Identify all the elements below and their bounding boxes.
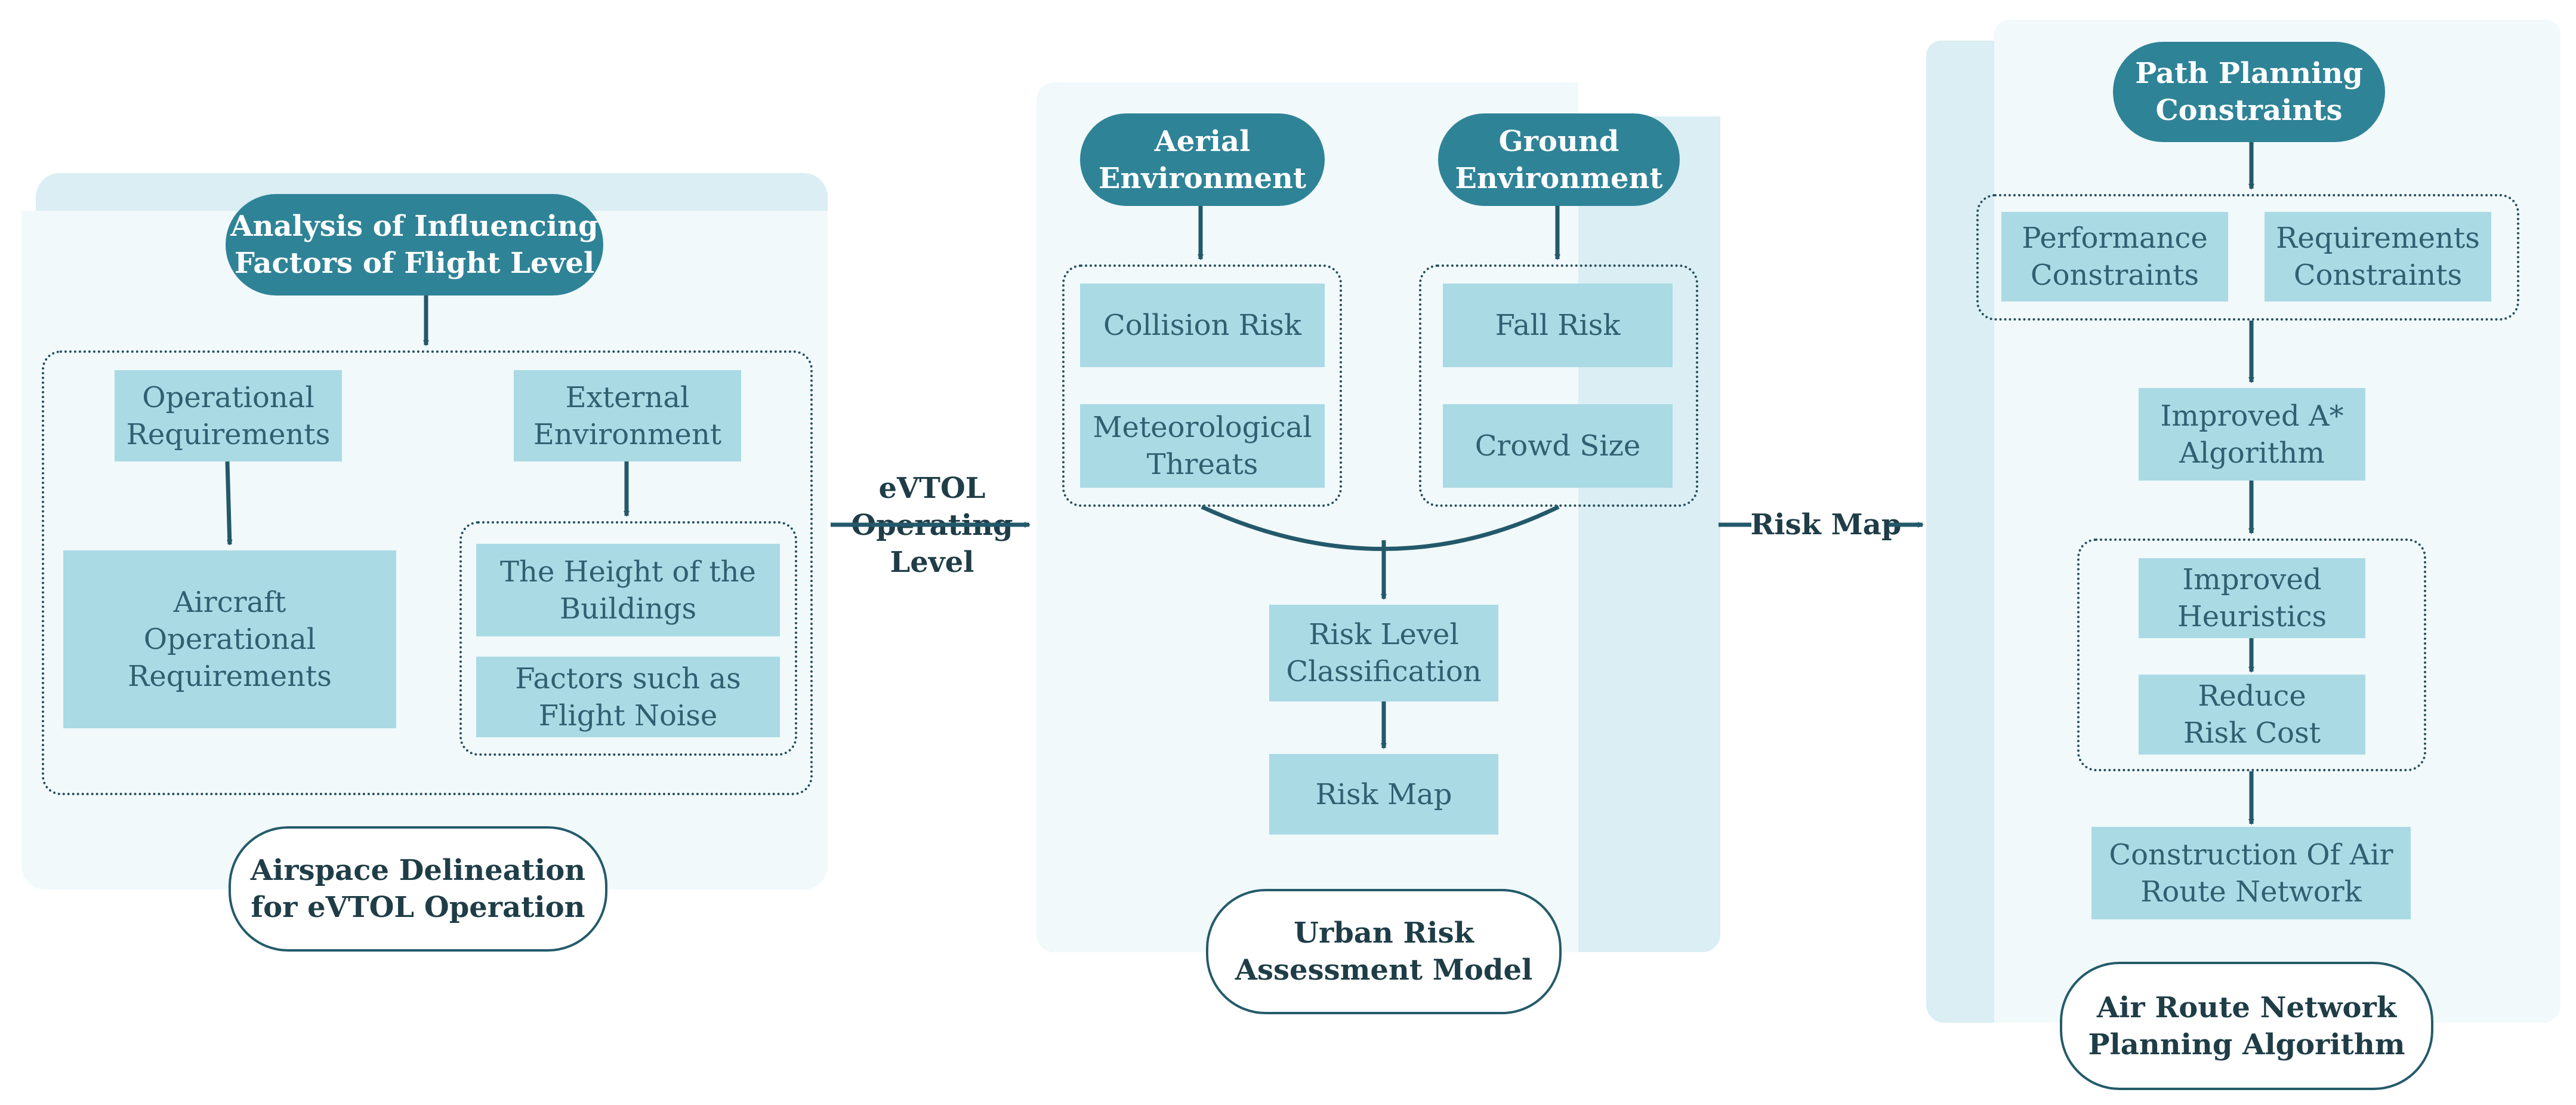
arrow-operational-to-aircraft (225, 461, 233, 546)
left-factors-group (42, 350, 813, 795)
urban-risk-assessment-caption: Urban Risk Assessment Model (1206, 889, 1562, 1014)
collision-risk-box: Collision Risk (1080, 284, 1325, 367)
meteorological-threats-box: Meteorological Threats (1080, 404, 1325, 488)
building-height-box: The Height of the Buildings (476, 544, 780, 636)
external-factors-group (459, 521, 797, 756)
improved-heuristics-box: Improved Heuristics (2139, 558, 2365, 638)
optimization-group (2077, 538, 2426, 771)
flight-level-analysis-header: Analysis of Influencing Factors of Fligh… (226, 194, 603, 296)
path-planning-constraints-header: Path Planning Constraints (2113, 42, 2385, 142)
risk-level-classification-box: Risk Level Classification (1269, 605, 1498, 701)
constraints-group (1976, 194, 2519, 321)
operational-requirements-box: Operational Requirements (115, 370, 342, 461)
ground-risks-group (1419, 264, 1698, 507)
air-route-network-caption: Air Route Network Planning Algorithm (2060, 962, 2433, 1090)
risk-map-box: Risk Map (1269, 754, 1498, 835)
flight-noise-box: Factors such as Flight Noise (476, 657, 780, 737)
construction-route-network-box: Construction Of Air Route Network (2091, 827, 2411, 919)
improved-a-star-box: Improved A* Algorithm (2139, 388, 2365, 481)
aircraft-operational-requirements-box: Aircraft Operational Requirements (63, 550, 396, 728)
aerial-environment-header: Aerial Environment (1080, 113, 1325, 206)
merge-curve (1201, 504, 1560, 551)
external-environment-box: External Environment (514, 370, 741, 461)
performance-constraints-box: Performance Constraints (2001, 212, 2228, 301)
requirements-constraints-box: Requirements Constraints (2265, 212, 2491, 301)
ground-environment-header: Ground Environment (1438, 113, 1680, 206)
reduce-risk-cost-box: Reduce Risk Cost (2139, 675, 2365, 755)
crowd-size-box: Crowd Size (1443, 404, 1673, 488)
aerial-risks-group (1062, 264, 1342, 507)
fall-risk-box: Fall Risk (1443, 284, 1673, 367)
airspace-delineation-caption: Airspace Delineation for eVTOL Operation (229, 826, 607, 952)
